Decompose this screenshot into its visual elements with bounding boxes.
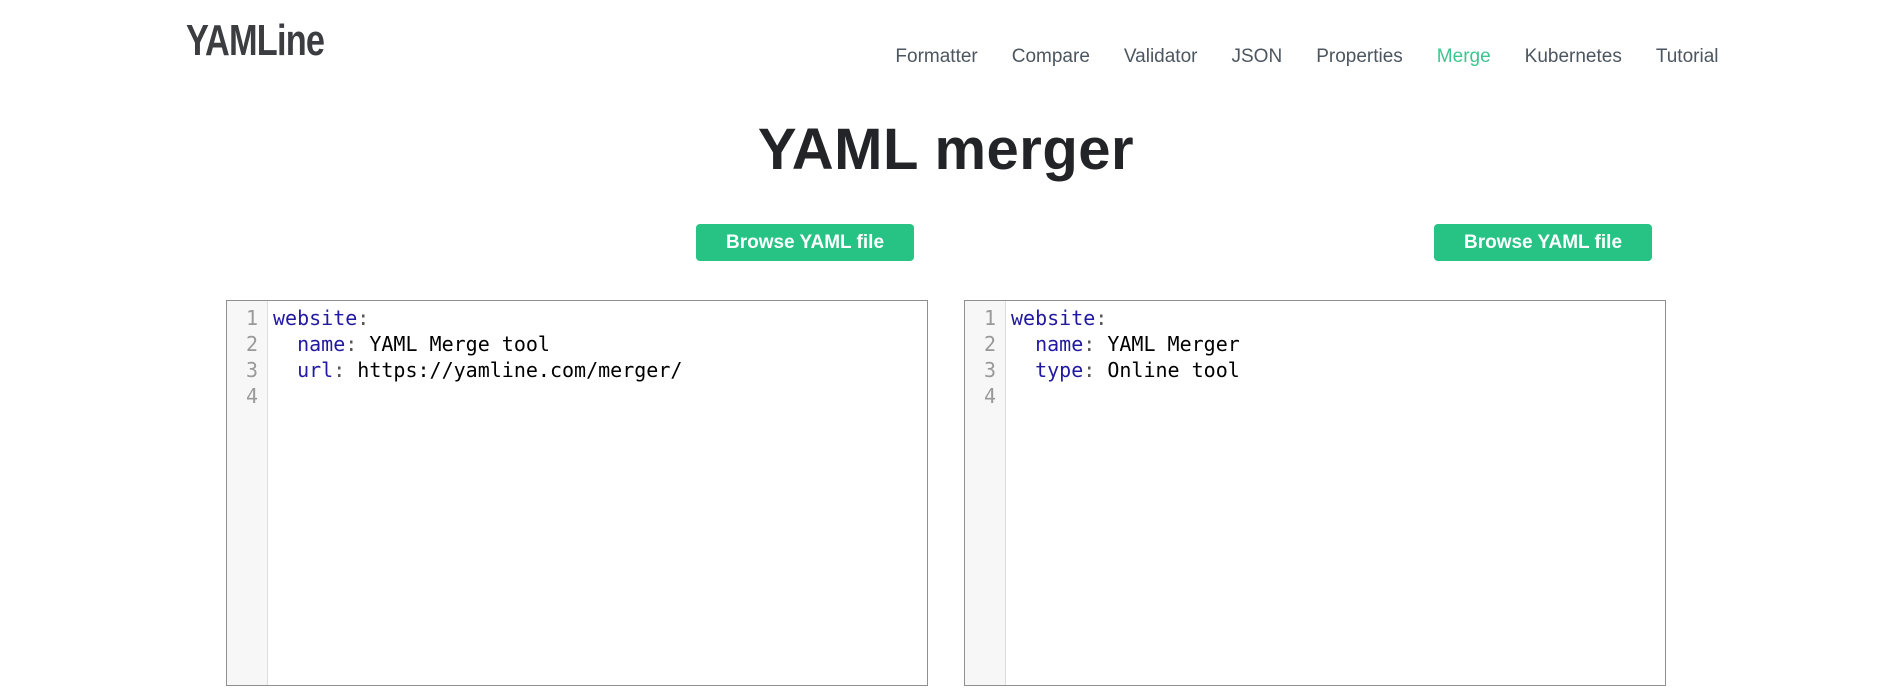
- yaml-text: :: [1083, 358, 1096, 382]
- nav-item-formatter[interactable]: Formatter: [895, 46, 978, 67]
- yaml-text: YAML Merger: [1095, 332, 1240, 356]
- yaml-text: :: [357, 306, 370, 330]
- nav-item-validator[interactable]: Validator: [1123, 46, 1198, 67]
- yaml-text: :: [333, 358, 346, 382]
- yaml-key: website: [1011, 306, 1096, 330]
- nav-item-tutorial[interactable]: Tutorial: [1655, 46, 1719, 67]
- code-line: [273, 383, 927, 409]
- code-line: website:: [1011, 305, 1665, 331]
- line-number: 3: [245, 358, 258, 382]
- brand-logo[interactable]: YAMLine: [185, 16, 325, 65]
- yaml-text: :: [1083, 332, 1096, 356]
- yaml-text: :: [345, 332, 358, 356]
- nav-item-compare[interactable]: Compare: [1011, 46, 1090, 67]
- nav-item-json[interactable]: JSON: [1231, 46, 1283, 67]
- nav-item-properties[interactable]: Properties: [1316, 46, 1403, 67]
- yaml-key: type: [1035, 358, 1084, 382]
- header: YAMLine Formatter Compare Validator JSON Pro…: [174, 0, 1719, 88]
- code-line: name: YAML Merger: [1011, 331, 1665, 357]
- line-number: 1: [245, 306, 258, 330]
- line-number: 1: [983, 306, 996, 330]
- yaml-key: website: [273, 306, 358, 330]
- right-button-row: Browse YAML file: [964, 224, 1666, 261]
- line-number: 4: [245, 384, 258, 408]
- main-nav: Formatter Compare Validator JSON Properties M…: [861, 46, 1718, 68]
- nav-item-merge[interactable]: Merge: [1436, 46, 1491, 67]
- line-number: 2: [983, 332, 996, 356]
- yaml-text: [273, 358, 297, 382]
- yaml-text: [1011, 332, 1035, 356]
- yaml-key: name: [1035, 332, 1084, 356]
- code-area[interactable]: website: name: YAML Merge tool url: http…: [268, 301, 927, 685]
- code-line: name: YAML Merge tool: [273, 331, 927, 357]
- browse-yaml-file-button-right[interactable]: Browse YAML file: [1434, 224, 1652, 261]
- line-number: 3: [983, 358, 996, 382]
- yaml-key: url: [297, 358, 334, 382]
- code-area[interactable]: website: name: YAML Merger type: Online …: [1006, 301, 1665, 685]
- code-line: type: Online tool: [1011, 357, 1665, 383]
- code-line: [1011, 383, 1665, 409]
- nav-item-kubernetes[interactable]: Kubernetes: [1524, 46, 1622, 67]
- yaml-text: Online tool: [1095, 358, 1240, 382]
- yaml-text: YAML Merge tool: [357, 332, 550, 356]
- line-number: 4: [983, 384, 996, 408]
- yaml-text: [273, 332, 297, 356]
- yaml-text: [1011, 358, 1035, 382]
- code-line: website:: [273, 305, 927, 331]
- page-title: YAML merger: [757, 117, 1135, 182]
- code-line: url: https://yamline.com/merger/: [273, 357, 927, 383]
- left-button-row: Browse YAML file: [226, 224, 928, 261]
- yaml-key: name: [297, 332, 346, 356]
- yaml-text: :: [1095, 306, 1108, 330]
- yaml-text: https://yamline.com/merger/: [345, 358, 683, 382]
- browse-yaml-file-button-left[interactable]: Browse YAML file: [696, 224, 914, 261]
- line-number: 2: [245, 332, 258, 356]
